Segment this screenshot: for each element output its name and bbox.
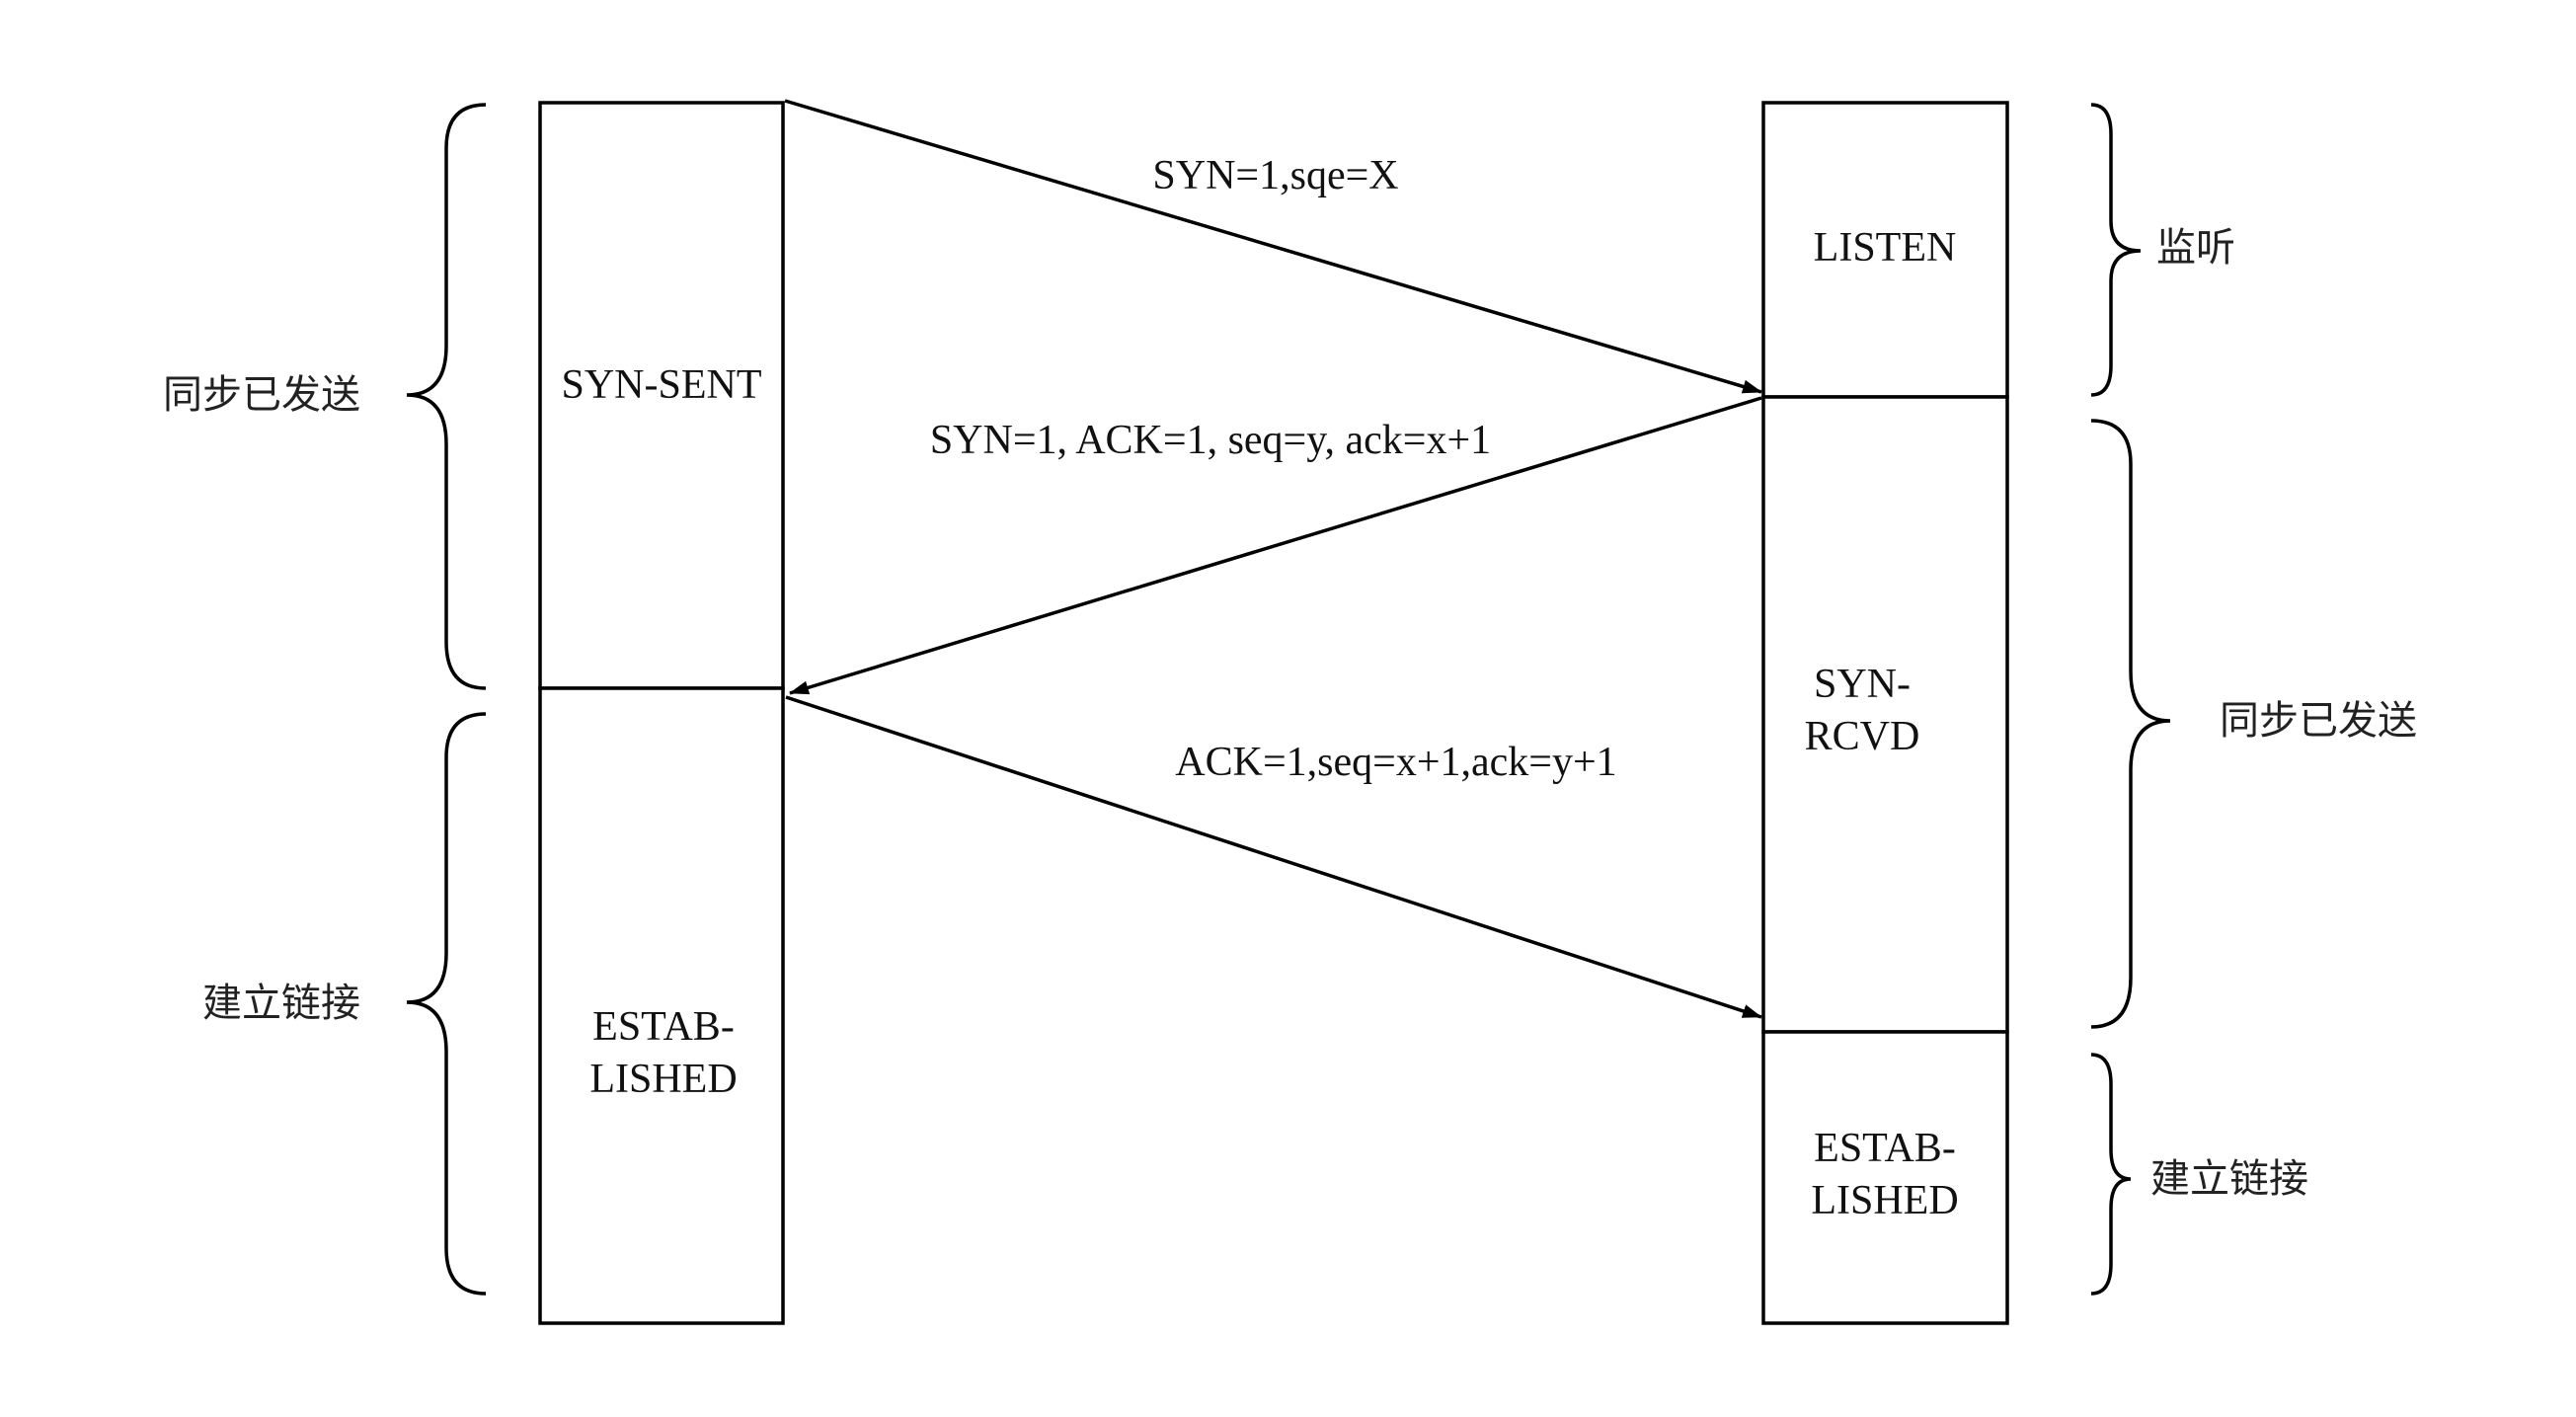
- message-arrow-1: [784, 99, 1762, 394]
- client-state-established-label-line2: LISHED: [589, 1057, 737, 1102]
- client-phases: 同步已发送 建立链接: [163, 103, 487, 1296]
- right-brace-listen: [2090, 103, 2142, 397]
- server-state-established-label-line1: ESTAB-: [1814, 1126, 1956, 1171]
- server-state-listen-box: [1761, 101, 2009, 399]
- client-phase-established-label: 建立链接: [202, 981, 360, 1026]
- right-brace-established: [2090, 1053, 2132, 1296]
- server-state-syn-rcvd-label-line1: SYN-: [1814, 662, 1911, 707]
- server-state-listen-label: LISTEN: [1814, 225, 1957, 271]
- server-state-established-label-line2: LISHED: [1811, 1178, 1958, 1223]
- client-phase-syn-sent-label: 同步已发送: [163, 372, 360, 418]
- client-state-established-box: [538, 686, 785, 1325]
- message-arrow-3: [785, 695, 1762, 1019]
- server-column: LISTEN SYN- RCVD ESTAB- LISHED: [1761, 101, 2009, 1325]
- server-phase-established-label: 建立链接: [2150, 1156, 2308, 1202]
- server-phase-syn-rcvd-label: 同步已发送: [2220, 698, 2417, 744]
- client-state-syn-sent-box: [538, 101, 785, 690]
- client-state-syn-sent-label: SYN-SENT: [561, 362, 761, 408]
- server-state-syn-rcvd-box: [1761, 395, 2009, 1034]
- server-phases: 监听 同步已发送 建立链接: [2090, 103, 2417, 1296]
- message-label-2: SYN=1, ACK=1, seq=y, ack=x+1: [930, 418, 1491, 463]
- left-brace-syn-sent: [406, 103, 487, 690]
- message-label-1: SYN=1,sqe=X: [1152, 153, 1398, 198]
- right-brace-syn-rcvd: [2090, 419, 2171, 1029]
- message-label-3: ACK=1,seq=x+1,ack=y+1: [1175, 740, 1616, 785]
- server-state-established-box: [1761, 1030, 2009, 1325]
- left-brace-established: [406, 712, 487, 1296]
- server-state-syn-rcvd-label-line2: RCVD: [1805, 714, 1920, 759]
- client-column: SYN-SENT ESTAB- LISHED: [538, 101, 785, 1325]
- server-phase-listen-label: 监听: [2156, 225, 2235, 271]
- message-arrow-2: [789, 396, 1762, 695]
- messages: SYN=1,sqe=X SYN=1, ACK=1, seq=y, ack=x+1…: [784, 99, 1762, 1019]
- client-state-established-label-line1: ESTAB-: [592, 1004, 735, 1050]
